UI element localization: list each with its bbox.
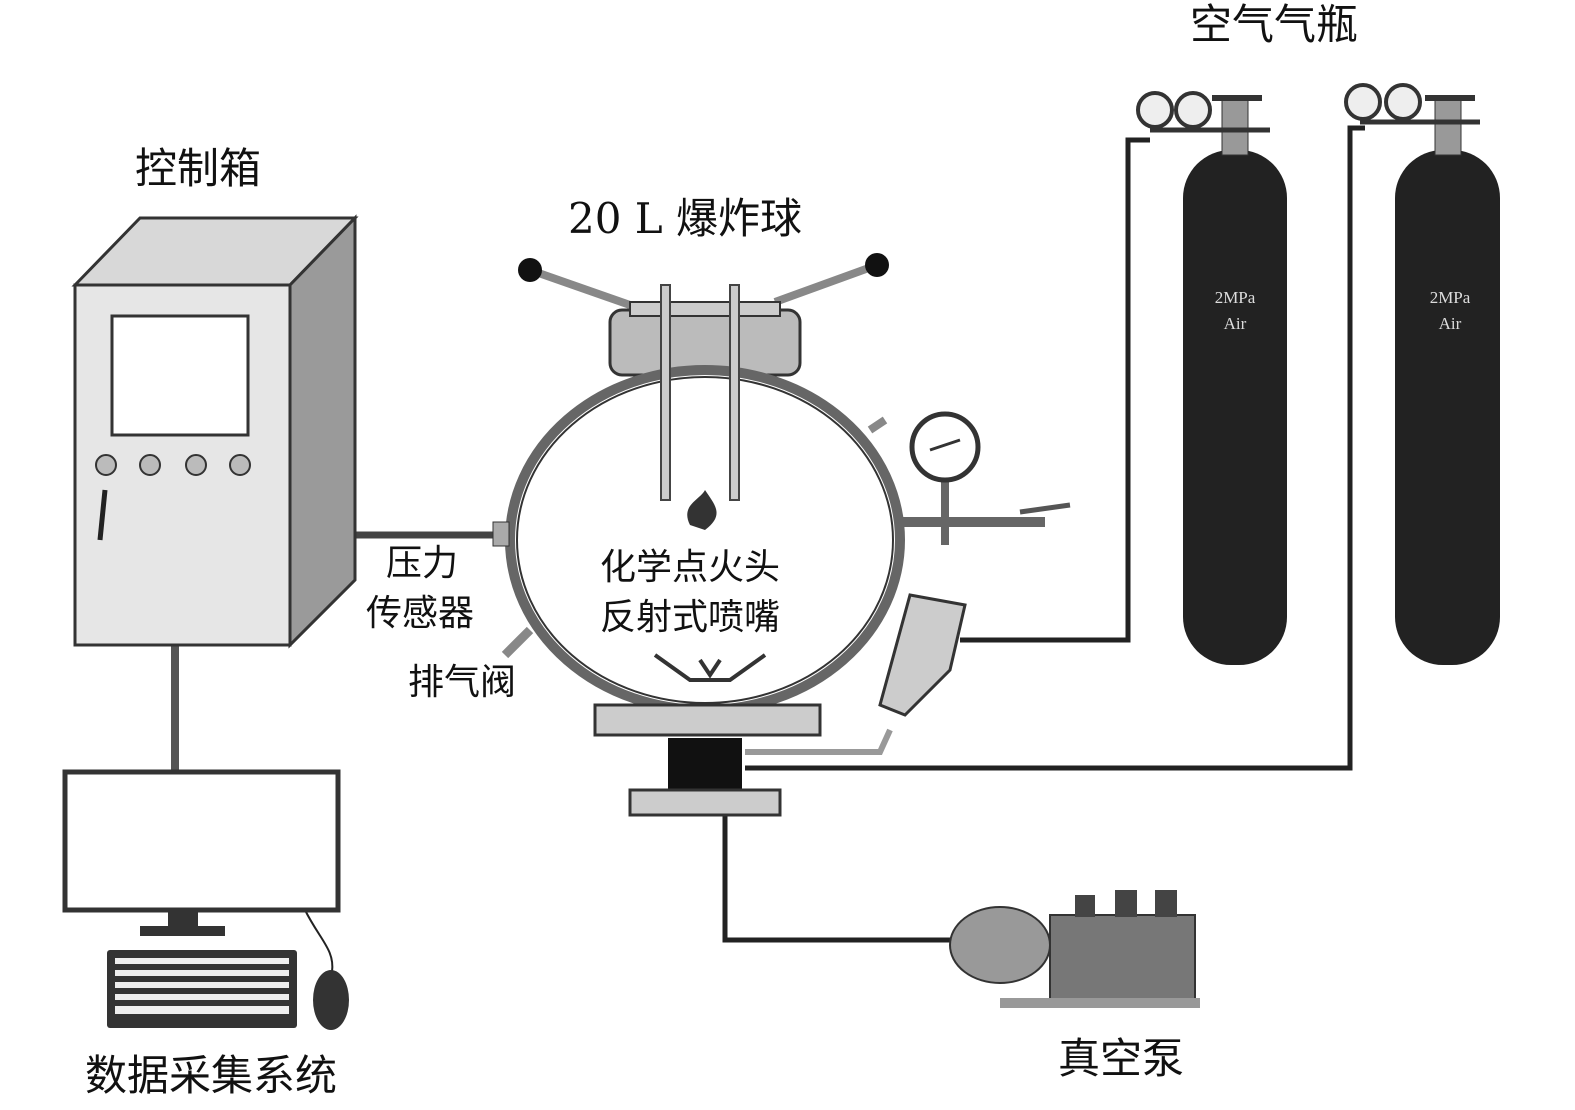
explosion-sphere-label: 20 L 爆炸球 bbox=[568, 194, 803, 243]
exhaust-valve-label: 排气阀 bbox=[408, 662, 517, 703]
cylinder-2-pressure: 2MPa bbox=[1429, 288, 1471, 307]
computer bbox=[62, 769, 349, 1030]
cylinder-1-gas: Air bbox=[1223, 313, 1247, 333]
mouse bbox=[313, 970, 349, 1030]
cylinder-2-gas: Air bbox=[1438, 313, 1462, 333]
control-screen bbox=[110, 314, 250, 437]
pressure-gauge bbox=[909, 411, 981, 483]
vacuum-pump bbox=[949, 890, 1200, 1008]
pressure-sensor-label-1: 压力 bbox=[386, 543, 459, 584]
air-cylinders bbox=[1136, 83, 1500, 665]
cylinder-1-pressure: 2MPa bbox=[1214, 288, 1256, 307]
explosion-sphere bbox=[492, 253, 1071, 817]
connection-lines bbox=[171, 125, 1365, 973]
nozzle-label: 反射式喷嘴 bbox=[600, 597, 781, 638]
control-box bbox=[71, 214, 359, 649]
cylinder-1-label: 2MPa Air bbox=[1195, 285, 1275, 336]
control-box-label: 控制箱 bbox=[135, 144, 262, 193]
vacuum-pump-label: 真空泵 bbox=[1058, 1034, 1185, 1083]
dust-nozzle bbox=[878, 593, 967, 717]
pressure-sensor-label-2: 传感器 bbox=[366, 593, 475, 634]
air-cylinders-label: 空气气瓶 bbox=[1190, 0, 1359, 49]
cylinder-2-label: 2MPa Air bbox=[1410, 285, 1490, 336]
igniter-label: 化学点火头 bbox=[600, 547, 781, 588]
daq-system-label: 数据采集系统 bbox=[85, 1051, 338, 1100]
